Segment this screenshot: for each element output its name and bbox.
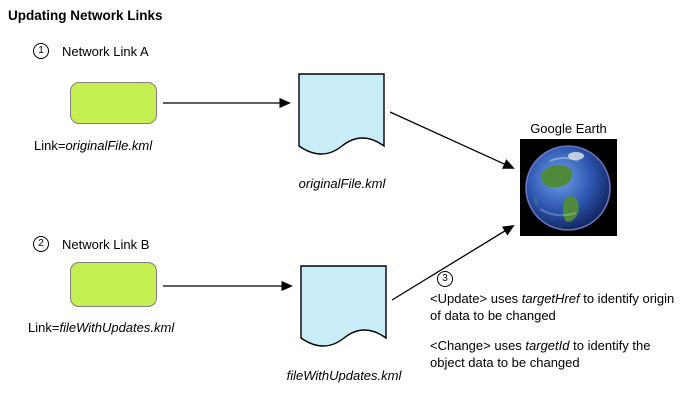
- step-2-number: 2: [38, 238, 44, 249]
- step-3-badge: 3: [437, 271, 453, 287]
- link-filename: fileWithUpdates.kml: [59, 320, 175, 335]
- network-link-b-label: Network Link B: [62, 237, 150, 252]
- network-link-a-label: Network Link A: [62, 44, 149, 59]
- network-link-b-box: [70, 262, 157, 307]
- link-prefix: Link=: [34, 138, 66, 153]
- document-original-label: originalFile.kml: [298, 176, 386, 191]
- arrow-original-doc-to-google-earth: [389, 111, 515, 169]
- google-earth-image: [520, 139, 617, 236]
- note-line-change: <Change> uses targetId to identify the o…: [430, 337, 682, 371]
- step-1-number: 1: [38, 45, 44, 56]
- arrow-updates-doc-to-google-earth: [391, 224, 515, 301]
- network-link-a-caption: Link=originalFile.kml: [34, 138, 152, 153]
- note-text: to identify origin of data to be changed: [430, 291, 675, 324]
- note-targethref: targetHref: [521, 291, 580, 306]
- document-updates-label: fileWithUpdates.kml: [286, 368, 402, 383]
- step-1-badge: 1: [33, 43, 49, 59]
- note-text: <Change> uses: [430, 338, 526, 354]
- document-icon-updates: [300, 265, 387, 347]
- document-icon-original: [298, 73, 385, 155]
- note-text: <Update> uses: [430, 291, 522, 306]
- note-line-update: <Update> uses targetHref to identify ori…: [430, 290, 682, 324]
- google-earth-label: Google Earth: [530, 121, 607, 136]
- link-filename: originalFile.kml: [65, 138, 153, 153]
- note-text: to identify the object data to be change…: [430, 338, 651, 371]
- network-link-a-box: [70, 82, 157, 124]
- diagram-title: Updating Network Links: [8, 8, 163, 23]
- step-2-badge: 2: [33, 236, 49, 252]
- link-prefix: Link=: [28, 320, 60, 335]
- step-3-number: 3: [442, 273, 448, 284]
- network-link-b-caption: Link=fileWithUpdates.kml: [28, 320, 174, 335]
- note-targetid: targetId: [525, 338, 570, 354]
- update-change-note: <Update> uses targetHref to identify ori…: [430, 290, 682, 385]
